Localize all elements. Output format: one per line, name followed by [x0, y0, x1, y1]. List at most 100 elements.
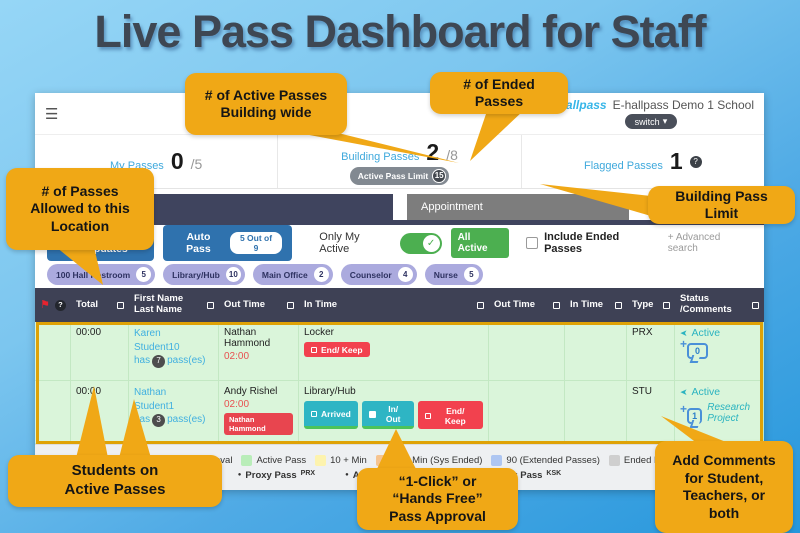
teacher-name: Andy Rishel	[224, 386, 278, 397]
switch-school-button[interactable]: switch ▾	[624, 114, 678, 129]
legend-swatch-yellow	[315, 454, 327, 466]
arrived-button[interactable]: Arrived	[304, 401, 358, 429]
sort-icon[interactable]	[207, 301, 214, 309]
flag-icon[interactable]: ⚑	[40, 298, 50, 311]
location-chips-row: 100 Hall Restroom 5 Library/Hub 10 Main …	[35, 261, 764, 288]
sort-icon[interactable]	[287, 301, 294, 309]
legend-swatch-gray	[608, 454, 620, 466]
checkbox-icon	[311, 411, 317, 417]
cell-status: ➤ Active 1 Research Project	[675, 381, 764, 444]
help-icon[interactable]: ?	[54, 299, 66, 311]
stat-building-passes: Building Passes 2 /8 Active Pass Limit 1…	[277, 135, 520, 188]
student-link[interactable]: Karen Student10	[134, 328, 180, 353]
chip-main-office[interactable]: Main Office 2	[252, 264, 333, 285]
stats-row: My Passes 0 /5 Building Passes 2 /8 Acti…	[35, 135, 764, 189]
table-header: ⚑ ? Total First Name Last Name Out Time …	[35, 288, 764, 322]
tab-appointment[interactable]: Appointment	[407, 194, 629, 220]
header-name: First Name Last Name	[129, 288, 219, 322]
add-comment-button[interactable]: 0	[680, 337, 708, 359]
callout-active-passes: # of Active Passes Building wide	[185, 73, 347, 135]
end-keep-button[interactable]: End/ Keep	[417, 401, 483, 429]
help-icon[interactable]: ?	[689, 155, 702, 168]
chip-100-hall-restroom[interactable]: 100 Hall Restroom 5	[47, 264, 156, 285]
chip-label: Library/Hub	[172, 269, 220, 280]
include-ended-checkbox[interactable]	[526, 237, 539, 249]
checkbox-icon	[424, 412, 431, 419]
add-comment-button[interactable]: 1	[680, 402, 703, 424]
header-in-time: In Time	[299, 288, 489, 322]
chip-counselor[interactable]: Counselor 4	[340, 264, 417, 285]
cell-total: 00:00	[71, 381, 129, 444]
chip-count: 5	[463, 267, 479, 282]
chip-count: 5	[136, 267, 152, 282]
my-passes-value: 0	[170, 148, 184, 174]
legend-swatch-blue	[491, 454, 503, 466]
flagged-passes-label: Flagged Passes	[583, 160, 663, 172]
callout-students-active: Students on Active Passes	[8, 455, 222, 507]
flagged-passes-value: 1	[669, 148, 683, 174]
building-passes-value: 2	[426, 138, 440, 165]
chip-library-hub[interactable]: Library/Hub 10	[163, 264, 245, 285]
auto-pass-button[interactable]: Auto Pass 5 Out of 9	[163, 225, 293, 261]
in-out-button[interactable]: In/ Out	[361, 401, 414, 429]
chip-label: Main Office	[261, 269, 308, 280]
school-name: E-hallpass Demo 1 School	[612, 98, 754, 112]
switch-label: switch	[634, 116, 660, 127]
sort-icon[interactable]	[117, 301, 124, 309]
cell-in-time: Locker End/ Keep	[299, 322, 489, 381]
tab-underline	[35, 220, 764, 225]
active-scope-toggle[interactable]: ✓	[400, 232, 442, 254]
tab-appointment-label: Appointment	[421, 201, 483, 213]
header-type: Type	[627, 288, 675, 322]
proxy-by-badge: Nathan Hammond	[224, 413, 293, 435]
cell-type: PRX	[627, 322, 675, 381]
legend-swatch-orange	[375, 454, 387, 466]
active-pass-limit-pill: Active Pass Limit 15	[349, 166, 450, 185]
hamburger-menu-icon[interactable]: ☰	[45, 105, 59, 123]
student-link[interactable]: Nathan Student1	[134, 387, 175, 412]
active-pass-limit-label: Active Pass Limit	[357, 170, 429, 181]
sort-icon[interactable]	[752, 301, 759, 309]
chip-count: 10	[225, 267, 241, 282]
callout-passes-allowed: # of Passes Allowed to this Location	[6, 168, 154, 250]
sort-icon[interactable]	[663, 301, 670, 309]
teacher-name: Nathan Hammond	[224, 327, 271, 349]
bullet-icon: ●	[345, 472, 349, 478]
pass-count-badge[interactable]: 7	[152, 354, 166, 368]
header-out-time: Out Time	[219, 288, 299, 322]
sort-icon[interactable]	[615, 301, 622, 309]
chip-nurse[interactable]: Nurse 5	[424, 264, 483, 285]
checkbox-icon	[311, 347, 317, 353]
sort-icon[interactable]	[477, 301, 484, 309]
bullet-icon: ●	[237, 472, 242, 478]
dashboard-window: ☰ e-hallpass E-hallpass Demo 1 School sw…	[35, 93, 764, 490]
chip-label: Nurse	[433, 269, 458, 280]
sort-icon[interactable]	[553, 301, 560, 309]
cell-status: ➤ Active 0	[675, 322, 764, 381]
callout-one-click: “1-Click” or “Hands Free” Pass Approval	[357, 468, 518, 530]
advanced-search-link[interactable]: + Advanced search	[667, 232, 721, 254]
end-keep-button[interactable]: End/ Keep	[304, 342, 370, 357]
all-active-badge: All Active	[450, 228, 510, 258]
comment-note: Research Project	[707, 402, 751, 424]
destination-name: Library/Hub	[304, 386, 356, 397]
chip-count: 2	[313, 267, 329, 282]
cell-out-time: Andy Rishel 02:00 Nathan Hammond	[219, 381, 299, 444]
header-flag-cell: ⚑ ?	[35, 288, 71, 322]
pass-count-badge[interactable]: 3	[152, 413, 166, 427]
chip-label: 100 Hall Restroom	[56, 269, 131, 280]
cell-in-time: Library/Hub Arrived In/ Out End/ Keep	[299, 381, 489, 444]
chip-count: 4	[397, 267, 413, 282]
my-passes-total: /5	[190, 156, 203, 172]
active-status-icon: ➤	[680, 386, 688, 397]
building-passes-label: Building Passes	[341, 150, 420, 163]
callout-ended-passes: # of Ended Passes	[430, 72, 568, 114]
only-my-active-label: Only My Active	[319, 231, 360, 255]
brand-box: e-hallpass E-hallpass Demo 1 School swit…	[548, 98, 754, 129]
